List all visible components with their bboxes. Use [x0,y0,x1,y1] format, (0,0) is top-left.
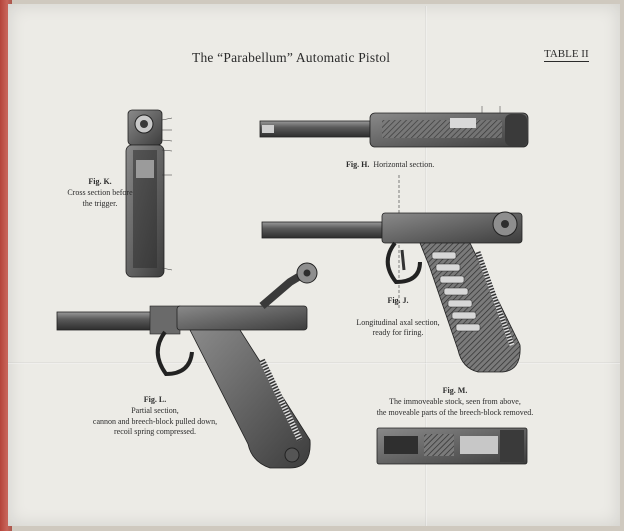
fig-h-caption: Fig. H. Horizontal section. [346,160,486,171]
fig-l-caption-line-1: Partial section, [131,405,179,415]
fig-j-caption: Fig. J. Longitudinal axal section, ready… [338,296,458,339]
plate-title: The “Parabellum” Automatic Pistol [192,50,391,65]
fig-j-caption-line-1: Longitudinal axal section, [356,317,440,327]
fig-k-cross-section-drawing [125,109,173,278]
vertical-fold-line [425,6,427,526]
fig-j-longitudinal-section-drawing [261,175,523,373]
fig-l-label: Fig. L. [143,395,167,404]
fig-j-caption-line-2: ready for firing. [372,328,424,338]
fig-l-caption-line-3: recoil spring compressed. [114,427,196,437]
fig-h-caption-text: Horizontal section. [373,160,435,169]
fig-k-caption: Fig. K. Cross section before the trigger… [40,177,160,209]
fig-j-label: Fig. J. [387,296,409,305]
fig-l-partial-section-drawing [56,262,318,469]
table-number-label: TABLE II [544,48,589,62]
horizontal-fold-line [8,362,620,364]
fig-m-caption-line-2: the moveable parts of the breech-block r… [376,407,534,417]
fig-k-caption-line-1: Cross section before [67,187,133,197]
fig-h-label: Fig. H. [346,160,370,169]
fig-l-caption-line-2: cannon and breech-block pulled down, [92,416,218,426]
fig-l-caption: Fig. L. Partial section, cannon and bree… [70,395,240,438]
fig-k-label: Fig. K. [88,177,112,186]
fig-m-top-view-drawing [376,427,528,465]
fig-h-horizontal-section-drawing [259,106,529,148]
fig-m-caption-line-1: The immoveable stock, seen from above, [389,396,521,406]
fig-m-caption: Fig. M. The immoveable stock, seen from … [365,386,545,418]
fig-k-caption-line-2: the trigger. [82,198,118,208]
fig-m-label: Fig. M. [442,386,468,395]
